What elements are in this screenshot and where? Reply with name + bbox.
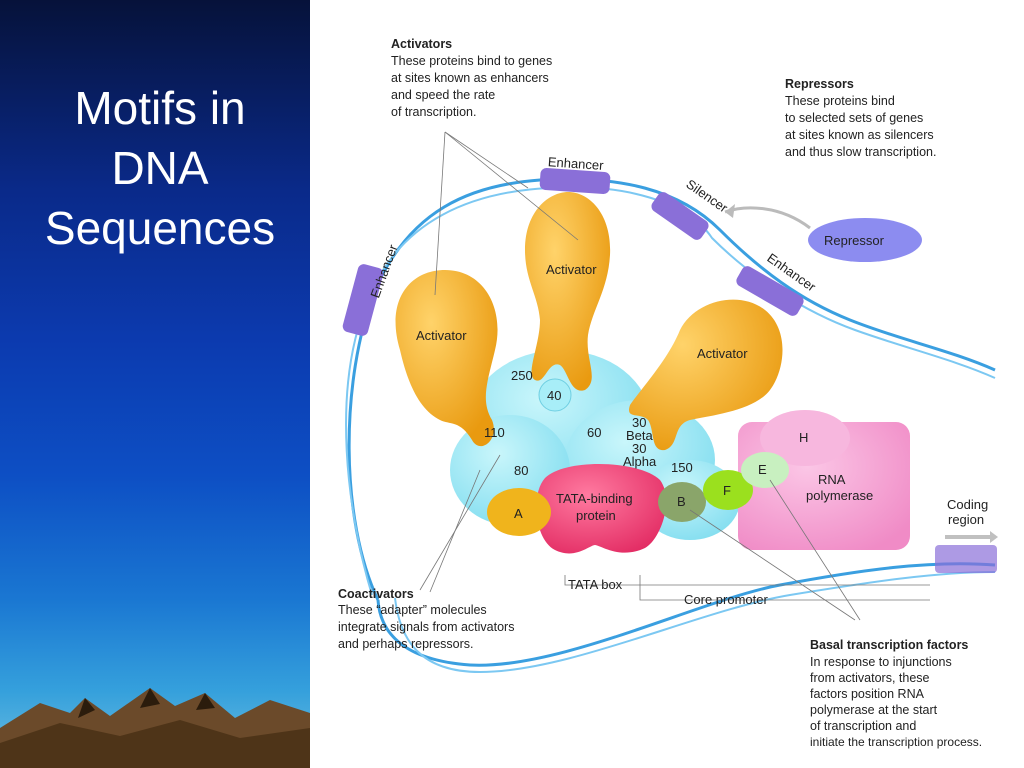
tf-30alpha-label-a: 30 [632,441,646,456]
rna-label-b: polymerase [806,488,873,503]
basal-caption-line: of transcription and [810,719,916,733]
coactivators-caption-heading: Coactivators [338,587,414,601]
tf-30beta-label-a: 30 [632,415,646,430]
coactivators-caption-line: integrate signals from activators [338,620,514,634]
tbp-label-a: TATA-binding [556,491,633,506]
basal-caption-line: In response to injunctions [810,655,952,669]
basal-caption-line: from activators, these [810,671,930,685]
coactivators-caption-line: and perhaps repressors. [338,637,474,651]
tf-h [760,410,850,466]
activator-left-label: Activator [416,328,467,343]
tbp-label-b: protein [576,508,616,523]
tf-e [741,452,789,488]
coding-region-band [935,545,997,573]
pointer-lines [419,131,930,621]
slide-title-line: Sequences [44,202,276,254]
repressor-arrow [724,206,811,230]
enhancer-left-band [342,264,384,336]
tf-h-label: H [799,430,808,445]
tf-f [703,470,753,510]
coactivators-caption-line: These “adapter” molecules [338,603,487,617]
activators-caption-heading: Activators [391,37,452,51]
tf-a [487,488,551,536]
transcription-diagram: Enhancer Silencer Enhancer Enhancer Repr… [338,37,998,749]
activators-caption-line: at sites known as enhancers [391,71,549,85]
tf-80-label: 80 [514,463,528,478]
mountain-decoration [0,688,310,768]
repressors-caption-line: at sites known as silencers [785,128,934,142]
basal-caption-line: factors position RNA [810,687,925,701]
activators-caption-line: These proteins bind to genes [391,54,552,68]
tf-250-label: 250 [511,368,533,383]
activator-mid-label: Activator [546,262,597,277]
tf-f-label: F [723,483,731,498]
tf-150-label: 150 [671,460,693,475]
tf-60-label: 60 [587,425,601,440]
silencer-band [651,192,709,240]
silencer-label: Silencer [683,176,731,216]
tf-e-label: E [758,462,767,477]
repressor-label: Repressor [824,233,885,248]
activators-caption-line: and speed the rate [391,88,495,102]
slide-title-line: Motifs in [74,82,246,134]
repressors-caption-line: and thus slow transcription. [785,145,936,159]
repressors-caption-line: These proteins bind [785,94,895,108]
tata-box-label: TATA box [568,577,623,592]
activator-left [395,270,498,447]
tf-b [658,482,706,522]
basal-caption-heading: Basal transcription factors [810,638,968,652]
repressors-caption-heading: Repressors [785,77,854,91]
activator-mid [525,192,611,391]
activator-right-label: Activator [697,346,748,361]
tf-30alpha-label-b: Alpha [623,454,657,469]
enhancer-right-band [736,266,804,316]
tf-30beta-label-b: Beta [626,428,654,443]
slide-title: Motifs in DNA Sequences [10,78,310,258]
basal-caption-line: initiate the transcription process. [810,735,982,749]
activators-caption-line: of transcription. [391,105,476,119]
rna-label-a: RNA [818,472,846,487]
coding-label-b: region [948,512,984,527]
tf-110-label: 110 [484,425,505,440]
tf-a-label: A [514,506,523,521]
enhancer-top-label: Enhancer [547,154,604,173]
basal-caption-line: polymerase at the start [810,703,938,717]
core-promoter-label: Core promoter [684,592,768,607]
repressor [808,218,922,262]
slide-title-line: DNA [111,142,209,194]
enhancer-top-band [539,167,611,195]
tf-b-label: B [677,494,686,509]
repressors-caption-line: to selected sets of genes [785,111,923,125]
tf-40-label: 40 [547,388,561,403]
title-panel: Motifs in DNA Sequences [0,0,310,768]
activator-right [629,299,783,451]
tata-binding-protein [536,463,667,554]
coding-label-a: Coding [947,497,988,512]
